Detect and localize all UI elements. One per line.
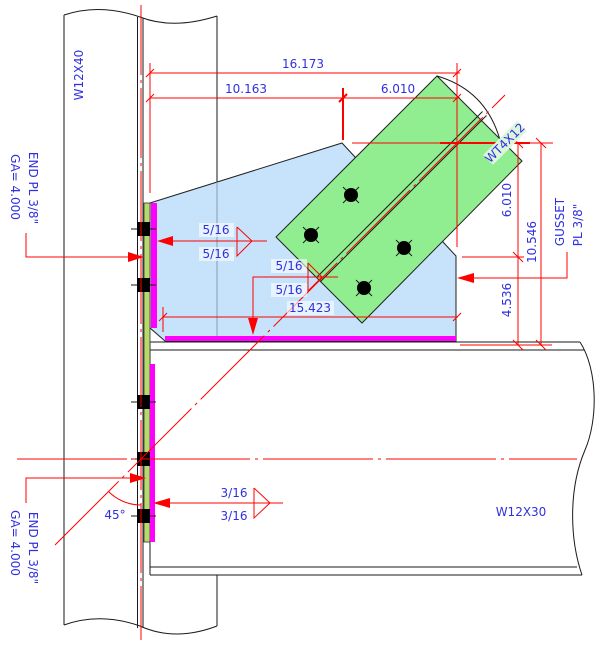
dim-tick [338,93,348,103]
fillet-weld-icon [236,226,253,258]
brace-angle-label: 45° [104,508,125,522]
bolt-icon [131,509,156,523]
fillet-weld-icon [253,487,271,520]
end-plate [143,202,151,543]
weld-size-other-side: 5/16 [203,247,230,261]
angle-arc [108,491,142,506]
arrowhead-icon [128,252,144,262]
dim-ticks [158,312,462,322]
weld-symbol-beam-to-end-plate [153,487,283,520]
gusset-callout-line2: PL 3/8" [571,204,585,247]
column-top-break-line [63,8,218,24]
column-bolts [131,222,156,523]
weld-gusset-to-beam [165,336,456,341]
dim-gusset-bottom-length: 15.423 [289,301,331,315]
dim-gusset-height: 10.546 [525,221,539,263]
column-label: W12X40 [72,50,86,101]
arrowhead-icon [153,498,170,508]
arrowhead-icon [157,236,173,246]
label-bg [199,223,234,237]
label-bg [287,301,334,315]
bolt-icon [131,395,156,409]
weld-size-arrow-side: 5/16 [276,259,303,273]
bolt-icon [395,239,413,257]
dimension-lines [145,63,553,351]
fillet-weld-icon [307,262,323,293]
weld-size-other-side: 5/16 [276,283,303,297]
weld-size-other-side: 3/16 [221,509,248,523]
weld-gusset-to-end-plate [151,203,157,328]
bolt-icon [355,279,373,297]
dim-beam-to-gusset: 4.536 [500,283,514,317]
arrowhead-icon [130,473,146,483]
brace-workline [54,94,506,546]
label-bg [271,283,307,297]
leader-lower-end-plate [25,473,146,503]
dim-overall-horizontal: 16.173 [282,57,324,71]
weld-size-arrow-side: 3/16 [221,486,248,500]
brace-stem-line [316,111,483,278]
weld-symbol-gusset-to-end-plate [157,226,267,258]
bolt-icon [131,278,156,292]
label-bg [199,247,234,261]
beam-break-line [572,341,595,576]
weld-symbol-brace-to-gusset [248,262,338,335]
arrowhead-icon [248,318,258,335]
brace-flange [275,75,523,324]
label-bg [271,259,307,273]
weld-beam-to-end-plate [150,364,155,542]
dim-ticks [145,68,462,103]
column-bottom-break-line [63,618,218,635]
weld-size-arrow-side: 5/16 [203,223,230,237]
dim-workline-to-edge: 6.010 [381,82,415,96]
upper-end-plate-callout-line2: GA= 4.000 [8,154,22,220]
beam-label: W12X30 [496,505,547,519]
label-bg [483,121,527,165]
lower-end-plate-callout-line1: END PL 3/8" [26,512,40,584]
arrowhead-icon [457,273,474,283]
bolt-icon [302,226,320,244]
leader-upper-end-plate [25,233,144,262]
dim-workline-vertical: 6.010 [500,183,514,217]
gusset-callout-line1: GUSSET [553,197,567,246]
upper-end-plate-callout-line1: END PL 3/8" [26,152,40,224]
dim-gusset-to-workline: 10.163 [225,82,267,96]
brace-wt4x12 [275,75,523,324]
dim-ticks [512,137,547,351]
lower-end-plate-callout-line2: GA= 4.000 [8,510,22,576]
bolt-icon [342,186,360,204]
leader-gusset-plate [457,252,568,283]
bolt-icon [131,222,156,236]
